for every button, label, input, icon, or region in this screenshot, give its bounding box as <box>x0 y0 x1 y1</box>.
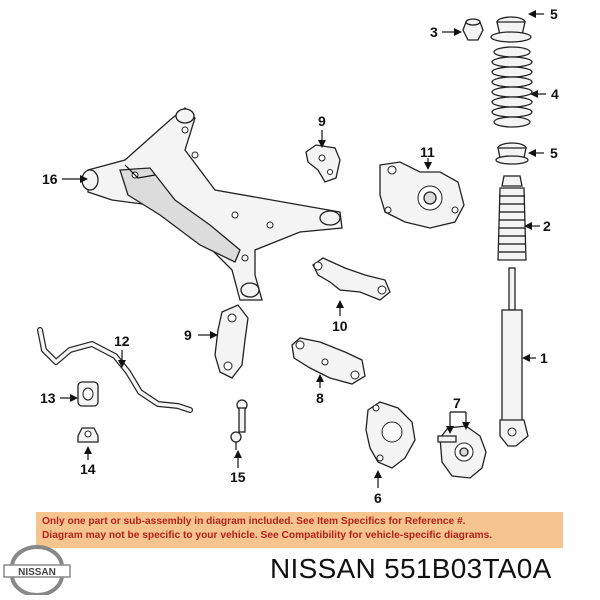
callout-9a: 9 <box>318 113 326 129</box>
trailing-link <box>214 304 249 379</box>
svg-text:NISSAN: NISSAN <box>18 567 56 578</box>
callout-16: 16 <box>42 171 58 187</box>
leader-lines <box>60 10 546 488</box>
upper-link-bracket <box>305 144 341 183</box>
callout-13: 13 <box>40 390 56 406</box>
dust-boot <box>497 175 527 261</box>
stabilizer-bar <box>37 327 193 413</box>
spring-seat <box>495 142 529 165</box>
callout-14: 14 <box>80 461 96 477</box>
callout-12: 12 <box>114 333 130 349</box>
stabilizer-link <box>230 399 248 450</box>
rear-knuckle-upper <box>379 161 465 229</box>
rear-subframe <box>81 107 343 301</box>
callout-10: 10 <box>332 318 348 334</box>
callout-7: 7 <box>453 395 461 411</box>
callout-9b: 9 <box>184 327 192 343</box>
strut-mount <box>490 16 532 43</box>
callout-2: 2 <box>543 218 551 234</box>
disclaimer-banner: Only one part or sub-assembly in diagram… <box>36 512 563 548</box>
bushing-clamp <box>77 427 99 443</box>
coil-spring <box>491 46 533 128</box>
callout-1: 1 <box>540 350 548 366</box>
callout-4: 4 <box>551 86 559 102</box>
stabilizer-bushing <box>77 381 99 407</box>
shock-absorber <box>499 267 529 447</box>
mount-bushing <box>462 18 484 41</box>
callout-5b: 5 <box>550 145 558 161</box>
part-number: NISSAN 551B03TA0A <box>270 553 552 584</box>
callout-11: 11 <box>420 144 435 160</box>
disclaimer-line-1: Only one part or sub-assembly in diagram… <box>42 516 466 527</box>
callout-15: 15 <box>230 469 246 485</box>
rear-knuckle <box>365 401 416 469</box>
wheel-hub <box>437 425 487 479</box>
callout-8: 8 <box>316 390 324 406</box>
disclaimer-line-2: Diagram may not be specific to your vehi… <box>42 530 493 541</box>
callout-6: 6 <box>374 490 382 506</box>
callout-numbers: 1 2 3 4 5 5 6 7 8 9 9 10 11 12 13 14 15 … <box>40 6 559 506</box>
lower-arm <box>291 337 366 385</box>
callout-3: 3 <box>430 24 438 40</box>
callout-5a: 5 <box>550 6 558 22</box>
nissan-logo: NISSAN <box>3 545 71 595</box>
lower-control-arm <box>312 257 391 301</box>
